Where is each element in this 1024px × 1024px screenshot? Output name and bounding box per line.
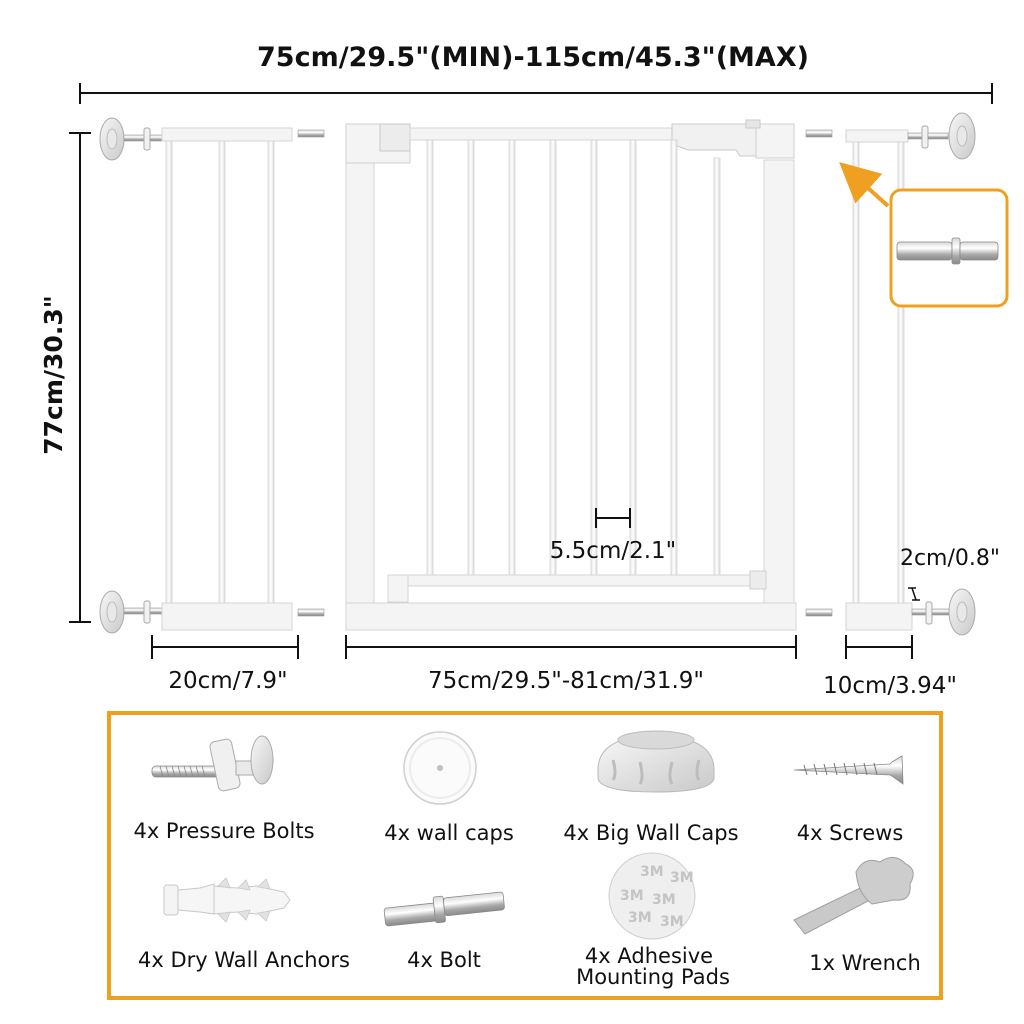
screw-icon	[793, 755, 904, 785]
accessory-label: 4x Dry Wall Anchors	[138, 948, 350, 972]
overall-width-dimension-line	[79, 83, 993, 104]
left-extension-dimension-line	[151, 635, 299, 659]
bolt-callout	[839, 161, 1009, 308]
wall-anchor-icon	[163, 877, 291, 923]
bolt-gap-label: 2cm/0.8"	[900, 546, 1000, 571]
pad-text: 3M	[660, 914, 684, 930]
height-dimension-line	[69, 132, 91, 623]
left-extension-panel	[99, 117, 293, 634]
bolt-gap-dimension-line	[908, 587, 920, 601]
overall-width-label: 75cm/29.5"(MIN)-115cm/45.3"(MAX)	[257, 42, 809, 73]
adhesive-pad-icon: 3M 3M 3M 3M 3M 3M	[608, 852, 696, 940]
left-extension-width-label: 20cm/7.9"	[168, 668, 287, 694]
pad-text: 3M	[652, 892, 676, 908]
big-wall-cap-icon	[597, 730, 715, 793]
bar-spacing-dimension-line	[595, 508, 631, 528]
main-gate-width-label: 75cm/29.5"-81cm/31.9"	[428, 668, 704, 694]
right-extension-panel	[845, 112, 976, 636]
pad-text: 3M	[628, 910, 652, 926]
accessory-label: 4x Adhesive	[585, 944, 713, 968]
main-gate-dimension-line	[345, 635, 797, 659]
bolt-icon	[896, 237, 999, 265]
accessory-label: 4x Bolt	[407, 948, 481, 972]
connector-pin-icon	[805, 129, 833, 617]
pressure-bolt-icon	[151, 735, 274, 792]
right-extension-width-label: 10cm/3.94"	[823, 673, 957, 699]
connector-pin-icon	[297, 129, 325, 617]
accessories-box	[107, 711, 943, 1000]
main-gate-frame	[345, 119, 797, 631]
wrench-icon	[793, 857, 914, 935]
pad-text: 3M	[670, 870, 694, 886]
accessory-label: 1x Wrench	[809, 951, 921, 975]
right-extension-dimension-line	[845, 635, 913, 659]
accessory-label-line2: Mounting Pads	[576, 965, 730, 989]
wall-cup-icon	[911, 588, 976, 636]
accessory-label: 4x Big Wall Caps	[563, 821, 738, 845]
wall-cap-icon	[403, 731, 477, 805]
pad-text: 3M	[620, 888, 644, 904]
wall-cup-icon	[99, 590, 163, 634]
bolt-icon	[383, 891, 505, 927]
bar-spacing-label: 5.5cm/2.1"	[550, 538, 677, 564]
accessory-label: 4x wall caps	[384, 821, 514, 845]
pad-text: 3M	[640, 864, 664, 880]
wall-cup-icon	[907, 112, 976, 160]
wall-cup-icon	[99, 117, 163, 161]
height-label: 77cm/30.3"	[39, 295, 68, 455]
accessory-label: 4x Screws	[797, 821, 904, 845]
accessory-label: 4x Pressure Bolts	[133, 819, 314, 843]
